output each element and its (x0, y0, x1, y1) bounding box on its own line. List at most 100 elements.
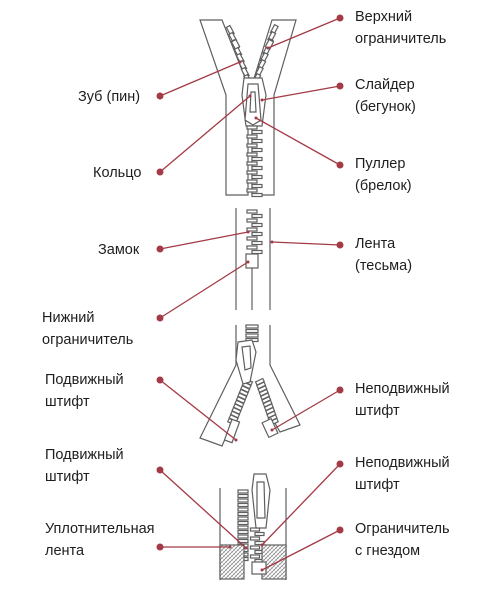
tooth (251, 174, 263, 180)
tooth (237, 516, 249, 521)
tooth (254, 531, 265, 537)
callout-end (260, 98, 264, 102)
tooth (249, 536, 261, 541)
callout-line (261, 463, 341, 546)
zipper-bottom-illustration (219, 473, 287, 580)
tooth (237, 502, 249, 508)
tooth (251, 147, 263, 153)
zipper-top-illustration (199, 19, 297, 198)
puller (244, 83, 262, 126)
callout-end (248, 94, 252, 98)
callout-line (261, 529, 341, 571)
tooth (251, 249, 263, 255)
tooth (246, 209, 258, 214)
callout-end (238, 60, 242, 64)
label-tooth: Зуб (пин) (78, 89, 141, 105)
callout-dot (156, 314, 164, 322)
callout-line (159, 61, 241, 97)
insert-pin (223, 418, 241, 444)
tooth (249, 554, 261, 559)
tooth (237, 529, 249, 535)
callout-dot (156, 543, 164, 551)
interlocked-teeth-middle (246, 209, 263, 255)
tooth (251, 129, 263, 135)
callout-end (270, 428, 274, 432)
callout-dot (156, 466, 164, 474)
tooth (246, 245, 258, 250)
callout-end (228, 545, 232, 549)
callout-line (271, 389, 341, 431)
zipper-middle-illustration (235, 208, 271, 310)
tooth (246, 236, 258, 241)
tooth (245, 333, 259, 338)
tooth (246, 218, 258, 223)
callout-dot (336, 82, 344, 90)
callout-line (159, 95, 251, 173)
tooth (251, 222, 263, 228)
tooth (251, 165, 263, 171)
callout-end (234, 438, 238, 442)
tooth (246, 152, 258, 157)
tooth (245, 324, 259, 329)
zipper-separating-illustration (199, 324, 301, 447)
callout-end (244, 546, 248, 550)
tooth (237, 507, 249, 512)
callout-dot (336, 241, 344, 249)
callout-dot (336, 526, 344, 534)
tooth (251, 213, 263, 219)
tooth (237, 520, 249, 526)
callout-end (246, 260, 250, 264)
tooth (245, 328, 259, 334)
callout-dot (156, 245, 164, 253)
callout-dot (336, 460, 344, 468)
tooth (251, 192, 263, 198)
tooth (246, 125, 258, 130)
tooth (237, 489, 249, 494)
label-ring: Кольцо (93, 165, 142, 181)
socket-stop (251, 561, 267, 575)
callout-end (254, 116, 258, 120)
label-puller: Пуллер(брелок) (355, 156, 412, 194)
callout-dot (336, 161, 344, 169)
callout-dot (156, 376, 164, 384)
callout-line (261, 85, 341, 101)
label-tape: Лента(тесьма) (355, 236, 413, 274)
tooth (249, 545, 261, 550)
callout-end (260, 543, 264, 547)
top-stop-left (230, 38, 241, 50)
slider-open (235, 339, 257, 385)
tooth (246, 179, 258, 184)
tooth (251, 240, 263, 246)
tooth (246, 134, 258, 139)
tooth (246, 170, 258, 175)
tooth (246, 188, 258, 193)
callout-dot (336, 386, 344, 394)
tooth (246, 227, 258, 232)
label-lock: Замок (98, 242, 140, 258)
tooth (237, 493, 249, 499)
tooth (251, 183, 263, 189)
tooth (246, 143, 258, 148)
callout-line (159, 379, 237, 441)
callout-dot (156, 168, 164, 176)
callout-dot (156, 92, 164, 100)
seal-tape-left (219, 544, 245, 580)
tooth (237, 498, 249, 503)
tooth (249, 527, 261, 532)
callout-end (246, 230, 250, 234)
callout-line (271, 241, 341, 246)
callout-lines (156, 14, 344, 572)
tooth (251, 231, 263, 237)
tooth (251, 156, 263, 162)
callout-line (159, 261, 249, 319)
interlocked-teeth-upper (246, 125, 263, 198)
callout-end (270, 240, 274, 244)
